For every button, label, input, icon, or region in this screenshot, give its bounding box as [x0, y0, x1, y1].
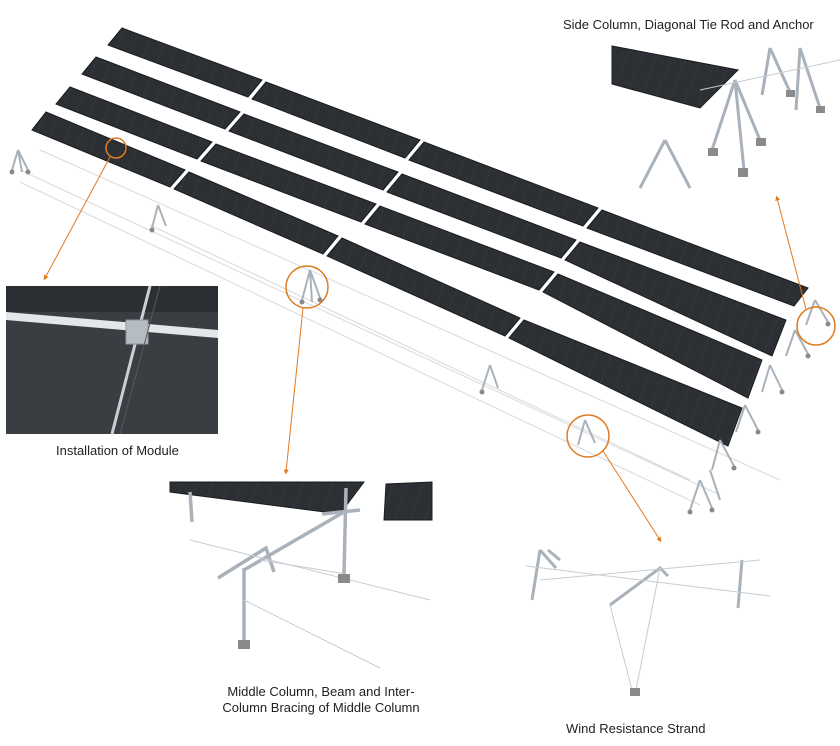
detail-middle-image — [169, 481, 433, 669]
callout-middle — [285, 265, 329, 309]
footings — [9, 169, 831, 515]
panel-row-2d — [564, 241, 787, 357]
panel-row-4c — [326, 237, 521, 337]
caption-middle-line-2: Column Bracing of Middle Column — [222, 700, 420, 715]
callout-side — [796, 306, 836, 346]
detail-module-image — [6, 285, 218, 435]
panel-row-4b — [173, 171, 339, 255]
caption-middle-column: Middle Column, Beam and Inter- Column Br… — [203, 684, 439, 716]
panel-row-3a — [55, 86, 213, 160]
ground-cables — [19, 149, 781, 506]
detail-wind-image — [525, 548, 771, 696]
panel-row-2a — [81, 56, 241, 130]
panel-row-1c — [408, 141, 599, 227]
panel-row-3d — [542, 273, 763, 399]
detail-side-image — [611, 45, 840, 189]
panel-row-4d — [508, 319, 743, 447]
callout-arrows — [43, 156, 807, 543]
panel-row-3b — [200, 143, 377, 223]
panel-row-2b — [228, 113, 399, 191]
caption-wind-strand: Wind Resistance Strand — [566, 721, 706, 736]
callout-module — [105, 137, 127, 159]
caption-middle-line-1: Middle Column, Beam and Inter- — [227, 684, 415, 699]
panel-row-4a — [31, 111, 186, 188]
support-columns — [11, 149, 829, 511]
panel-row-3c — [364, 205, 555, 291]
panel-rows — [31, 27, 809, 447]
callout-wind — [566, 414, 610, 458]
panel-row-1a — [107, 27, 263, 98]
callouts — [105, 137, 836, 458]
panel-row-2c — [386, 173, 577, 259]
panel-row-1b — [251, 81, 421, 159]
panel-row-1d — [586, 209, 809, 307]
caption-side-column: Side Column, Diagonal Tie Rod and Anchor — [563, 17, 814, 32]
caption-installation-module: Installation of Module — [56, 443, 179, 458]
